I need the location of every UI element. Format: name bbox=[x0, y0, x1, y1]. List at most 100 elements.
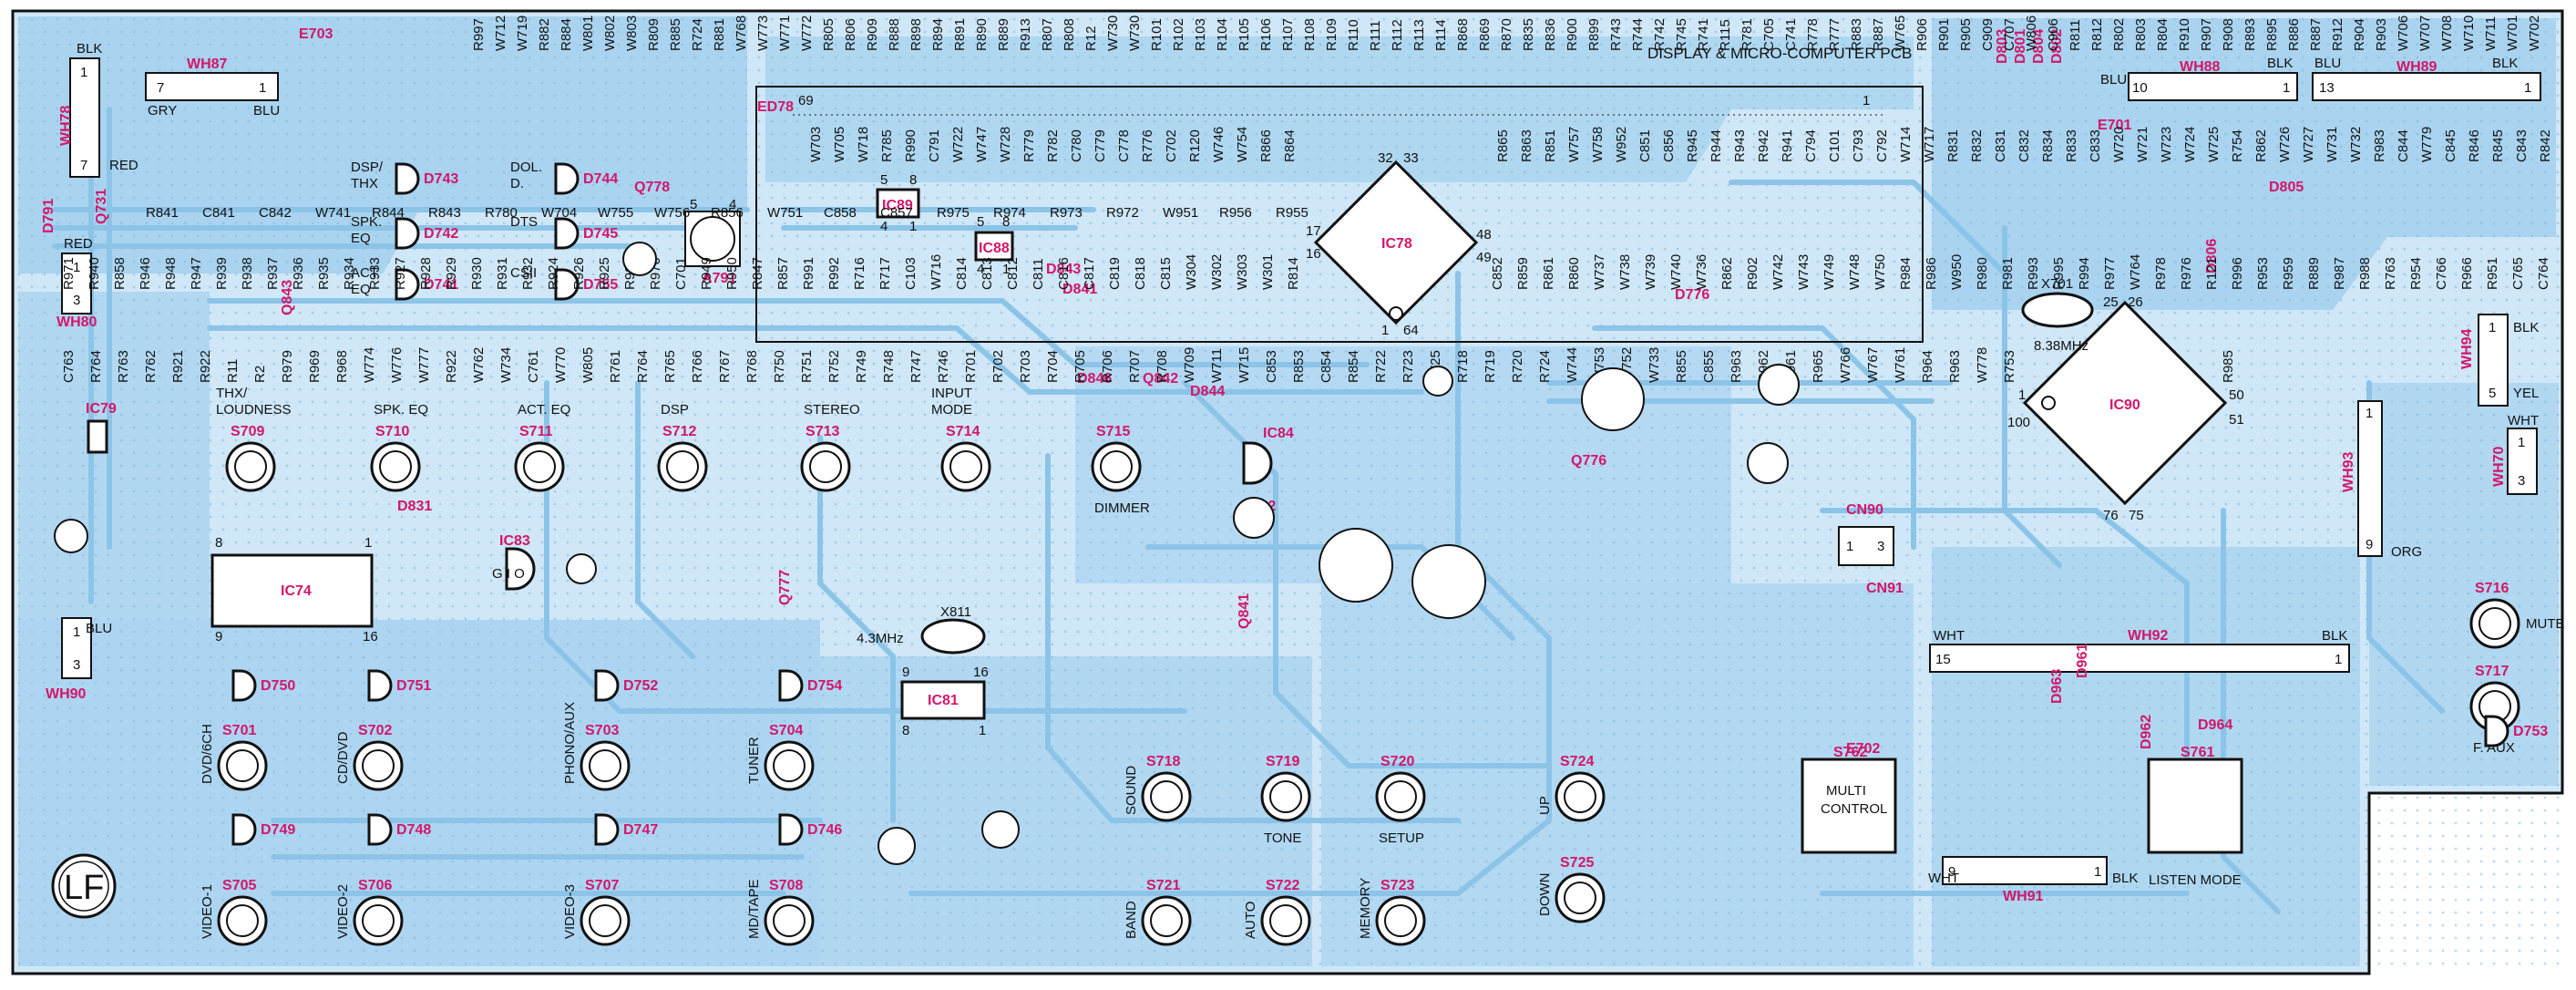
svg-text:33: 33 bbox=[1403, 150, 1419, 166]
display-ed78: ED78 69 1 bbox=[755, 86, 1924, 343]
svg-text:9: 9 bbox=[2366, 537, 2373, 552]
ic74-label: IC74 bbox=[281, 583, 312, 599]
connector-wh90: WH90 1 3 BLU bbox=[46, 617, 112, 702]
component-label: W730 bbox=[1105, 15, 1121, 51]
component-label: R981 bbox=[2000, 257, 2016, 290]
component-label: R978 bbox=[2153, 257, 2169, 290]
component-label: C792 bbox=[1874, 129, 1890, 162]
component-label: R834 bbox=[2040, 129, 2056, 162]
switch-caption: TONE bbox=[1264, 830, 1301, 846]
svg-text:WH88: WH88 bbox=[2180, 59, 2221, 75]
component-label: R903 bbox=[2374, 18, 2389, 51]
switch-s762-body[interactable]: S762 MULTI CONTROL bbox=[1801, 745, 1897, 854]
switch-caption: DSP bbox=[661, 402, 689, 418]
component-label: R900 bbox=[1565, 18, 1580, 51]
s762-label: S762 bbox=[1833, 745, 1867, 760]
switch-caption: VIDEO-3 bbox=[562, 884, 578, 939]
component-label: R844 bbox=[372, 205, 405, 221]
component-label: W750 bbox=[1873, 254, 1888, 290]
ref-e702: E702 bbox=[1846, 741, 1880, 757]
svg-text:3: 3 bbox=[2518, 473, 2525, 489]
svg-text:WHT: WHT bbox=[1934, 628, 1965, 644]
display-pin-first: 69 bbox=[798, 93, 814, 108]
svg-text:1: 1 bbox=[979, 723, 986, 738]
component-label: R768 bbox=[744, 350, 760, 383]
component-label: C819 bbox=[1107, 257, 1123, 290]
connector-wh94: WH94 1 5 BLK YEL bbox=[2459, 314, 2539, 407]
component-label: R966 bbox=[2459, 257, 2475, 290]
switch-s761-body[interactable]: S761 LISTEN MODE bbox=[2147, 745, 2243, 888]
svg-text:3: 3 bbox=[73, 293, 80, 308]
component-label: R722 bbox=[1373, 350, 1389, 383]
led-ref: D754 bbox=[807, 678, 842, 694]
x811-label: X811 bbox=[940, 604, 971, 620]
led-ref: D746 bbox=[807, 822, 842, 838]
component-label: W772 bbox=[799, 15, 815, 51]
component-label: C857 bbox=[880, 205, 913, 221]
component-label: R909 bbox=[865, 18, 880, 51]
svg-text:15: 15 bbox=[1935, 652, 1951, 667]
component-label: R807 bbox=[1040, 18, 1055, 51]
svg-text:1: 1 bbox=[80, 65, 87, 80]
svg-text:MULTI: MULTI bbox=[1826, 783, 1866, 799]
switch-caption: SPK. EQ bbox=[374, 402, 428, 418]
component-label: R947 bbox=[189, 257, 204, 290]
component-label: R944 bbox=[1709, 129, 1724, 162]
component-label: W731 bbox=[2325, 127, 2340, 162]
component-label: R107 bbox=[1280, 18, 1296, 51]
led-d748: D748 bbox=[367, 813, 431, 846]
svg-text:BLK: BLK bbox=[2322, 628, 2347, 644]
component-label: R751 bbox=[799, 350, 815, 383]
component-label: W721 bbox=[2135, 127, 2150, 162]
component-label: C818 bbox=[1133, 257, 1148, 290]
component-label: R853 bbox=[1291, 350, 1307, 383]
component-label: W751 bbox=[767, 205, 803, 221]
leds-layer: D743DSP/THXD742SPK.EQD741ACT.EQD744DOL.D… bbox=[231, 160, 2548, 846]
component-label: W770 bbox=[553, 347, 569, 383]
component-label: R883 bbox=[1849, 18, 1864, 51]
component-label: C817 bbox=[1082, 257, 1097, 290]
led-caption: ACT. bbox=[351, 265, 381, 281]
component-label: W757 bbox=[1566, 127, 1582, 162]
ref-d844: D844 bbox=[1190, 384, 1225, 399]
svg-text:4: 4 bbox=[977, 262, 984, 277]
svg-text:BLK: BLK bbox=[2267, 56, 2293, 71]
component-label: W711 bbox=[2483, 16, 2499, 51]
electrolytic-caps bbox=[54, 242, 1800, 865]
svg-text:8: 8 bbox=[215, 535, 222, 551]
led-caption: D. bbox=[510, 176, 524, 191]
component-label: R996 bbox=[2230, 257, 2245, 290]
component-label: R951 bbox=[2485, 257, 2500, 290]
component-label: R990 bbox=[903, 129, 919, 162]
component-label: C103 bbox=[903, 257, 919, 290]
switch-caption: BAND bbox=[1124, 901, 1139, 939]
component-label: R950 bbox=[724, 257, 740, 290]
